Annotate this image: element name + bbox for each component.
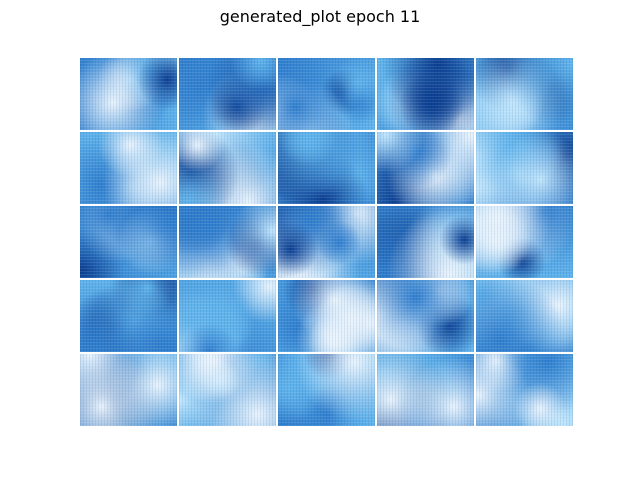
generated-image-tile	[377, 354, 474, 426]
generated-image-tile	[179, 280, 276, 352]
generated-image-tile	[377, 132, 474, 204]
generated-image-tile	[476, 354, 573, 426]
generated-image-tile	[80, 58, 177, 130]
generated-image-tile	[278, 206, 375, 278]
generated-image-tile	[278, 280, 375, 352]
generated-image-tile	[80, 132, 177, 204]
generated-image-tile	[278, 132, 375, 204]
image-grid	[80, 58, 577, 428]
generated-image-tile	[377, 206, 474, 278]
generated-image-tile	[278, 354, 375, 426]
generated-image-tile	[179, 132, 276, 204]
generated-image-tile	[179, 354, 276, 426]
generated-image-tile	[476, 280, 573, 352]
figure-title: generated_plot epoch 11	[219, 7, 421, 26]
generated-image-tile	[80, 206, 177, 278]
generated-image-tile	[179, 206, 276, 278]
generated-image-tile	[476, 206, 573, 278]
generated-image-tile	[278, 58, 375, 130]
generated-image-tile	[377, 58, 474, 130]
generated-image-tile	[179, 58, 276, 130]
generated-image-tile	[476, 58, 573, 130]
generated-image-tile	[80, 280, 177, 352]
generated-image-tile	[80, 354, 177, 426]
generated-image-tile	[377, 280, 474, 352]
generated-image-tile	[476, 132, 573, 204]
